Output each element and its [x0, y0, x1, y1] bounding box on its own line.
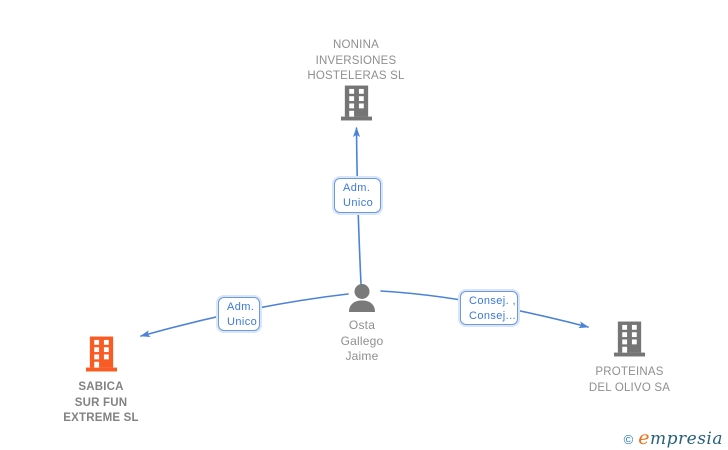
company-name-line: SUR FUN: [74, 396, 128, 409]
edge-label-line: Consej...: [469, 310, 517, 322]
edge-label-consej-right: Consej. , Consej...: [460, 291, 518, 325]
person-icon: [349, 284, 375, 312]
person-name-line: Osta: [348, 318, 376, 332]
brand-wordmark: empresia: [638, 427, 723, 449]
brand-initial: e: [638, 427, 650, 449]
node-nonina-inversiones-hosteleras[interactable]: NONINA INVERSIONES HOSTELERAS SL: [256, 30, 456, 121]
company-name: SABICA SUR FUN EXTREME SL: [41, 380, 161, 427]
building-icon-highlighted: [85, 336, 117, 372]
company-name-line: INVERSIONES: [315, 54, 397, 67]
person-name-line: Gallego: [340, 333, 384, 348]
company-name-line: NONINA: [333, 39, 379, 51]
building-icon: [340, 85, 372, 120]
company-name: PROTEINAS DEL OLIVO SA: [559, 365, 700, 396]
node-person-osta-gallego-jaime[interactable]: Osta Gallego Jaime: [312, 284, 412, 365]
edge-label-adm-unico-top: Adm. Unico: [334, 178, 381, 213]
company-name-line: DEL OLIVO SA: [588, 381, 671, 394]
edge-label-line: Consej. ,: [469, 295, 517, 307]
edge-label-line: Unico: [343, 197, 374, 209]
company-name-line: SABICA: [78, 381, 124, 393]
company-name-line: HOSTELERAS SL: [307, 70, 405, 82]
brand-rest: mpresia: [650, 429, 723, 449]
node-proteinas-del-olivo[interactable]: PROTEINAS DEL OLIVO SA: [559, 321, 700, 396]
copyright-icon: ©: [623, 432, 634, 447]
building-icon: [613, 321, 646, 357]
company-name: NONINA INVERSIONES HOSTELERAS SL: [256, 38, 456, 85]
edge-label-line: Adm.: [227, 301, 255, 313]
edge-label-line: Adm.: [343, 182, 371, 194]
person-name-line: Jaime: [345, 349, 379, 363]
edge-label-line: Unico: [227, 316, 258, 328]
person-name: Osta Gallego Jaime: [312, 318, 412, 365]
node-sabica-sur-fun-extreme[interactable]: SABICA SUR FUN EXTREME SL: [41, 336, 161, 427]
empresia-logo[interactable]: © empresia: [624, 427, 723, 449]
company-name-line: PROTEINAS: [595, 366, 664, 378]
edge-label-adm-unico-left: Adm. Unico: [218, 297, 260, 331]
company-name-line: EXTREME SL: [63, 412, 139, 424]
